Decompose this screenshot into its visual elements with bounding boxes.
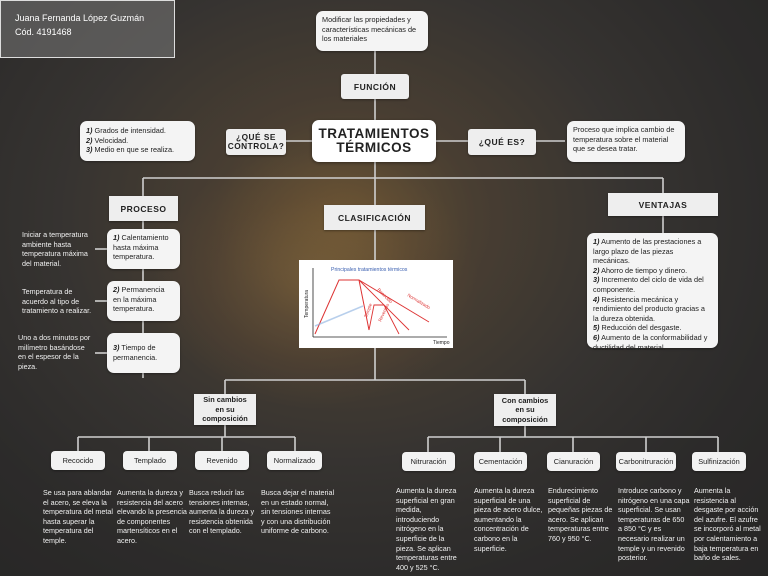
ventaja-item: 2) Ahorro de tiempo y dinero. [593, 265, 688, 275]
ventaja-item: 6) Aumento de la conformabilidad y ducti… [593, 332, 708, 352]
controla-label: ¿QUÉ SE CONTROLA? [226, 129, 286, 155]
proceso-step-3: 3) Tiempo de permanencia. [107, 333, 180, 373]
controla-item: 3) Medio en que se realiza. [86, 145, 175, 155]
ventajas-label: VENTAJAS [608, 193, 718, 216]
proceso-note-1: Iniciar a temperatura ambiente hasta tem… [22, 230, 88, 268]
desc-templado: Aumenta la dureza y resistencia del acer… [117, 488, 187, 545]
proceso-step-2: 2) Permanencia en la máxima temperatura. [107, 281, 180, 321]
chart-label-normalizado: Normalizado [406, 293, 431, 311]
funcion-text-box: Modificar las propiedades y característi… [316, 11, 428, 51]
ventaja-item: 5) Reducción del desgaste. [593, 323, 682, 333]
desc-recocido: Se usa para ablandar el acero, se eleva … [43, 488, 113, 545]
desc-sulfinizacion: Aumenta la resistencia al desgaste por a… [694, 486, 761, 563]
funcion-label: FUNCIÓN [341, 74, 409, 99]
que-es-label: ¿QUÉ ES? [468, 129, 536, 155]
chart-watermark-stroke [314, 305, 364, 327]
tratamientos-chart: Principales tratamientos térmicos Temper… [299, 260, 453, 348]
ventaja-item: 3) Incremento del ciclo de vida del comp… [593, 275, 704, 294]
sin-cambios-item-normalizado: Normalizado [267, 451, 322, 470]
main-title: TRATAMIENTOS TÉRMICOS [312, 120, 436, 162]
desc-carbonitruracion: Introduce carbono y nitrógeno en una cap… [618, 486, 690, 563]
title-line2: TÉRMICOS [336, 140, 412, 155]
ventaja-item: 1) Aumento de las prestaciones a largo p… [593, 237, 702, 266]
sin-cambios-label: Sin cambios en su composición [194, 394, 256, 425]
chart-curve-recocido [358, 279, 410, 331]
author-code: Cód. 4191468 [15, 27, 72, 37]
sin-cambios-item-templado: Templado [123, 451, 177, 470]
chart-curve-normalizado [358, 279, 430, 323]
desc-revenido: Busca reducir las tensiones internas, au… [189, 488, 255, 536]
proceso-label: PROCESO [109, 196, 178, 221]
sin-cambios-item-revenido: Revenido [195, 451, 249, 470]
con-cambios-item-cementacion: Cementación [474, 452, 527, 471]
proceso-note-2: Temperatura de acuerdo al tipo de tratam… [22, 287, 92, 316]
proceso-note-3: Uno a dos minutos por milímetro basándos… [18, 333, 91, 371]
chart-svg: Principales tratamientos térmicos Temper… [304, 267, 450, 346]
clasificacion-label: CLASIFICACIÓN [324, 205, 425, 230]
desc-cianuracion: Endurecimiento superficial de pequeñas p… [548, 486, 613, 543]
controla-item: 1) Grados de intensidad. [86, 126, 166, 135]
que-es-text-box: Proceso que implica cambio de temperatur… [567, 121, 685, 162]
chart-curve-revenido [368, 304, 400, 335]
title-line1: TRATAMIENTOS [318, 126, 430, 141]
funcion-text: Modificar las propiedades y característi… [322, 15, 417, 44]
chart-title: Principales tratamientos térmicos [331, 267, 408, 273]
chart-curve-temple [314, 279, 370, 335]
con-cambios-item-cianuracion: Cianuración [547, 452, 600, 471]
author-name: Juana Fernanda López Guzmán [15, 13, 145, 23]
chart-ylabel: Temperatura [304, 290, 310, 318]
que-es-text: Proceso que implica cambio de temperatur… [573, 125, 675, 154]
controla-item: 2) Velocidad. [86, 135, 129, 145]
chart-xlabel: Tiempo [433, 340, 450, 346]
chart-label-recocido: Recocido [376, 287, 393, 304]
con-cambios-item-nitruracion: Nitruración [402, 452, 455, 471]
controla-items-box: 1) Grados de intensidad. 2) Velocidad. 3… [80, 121, 195, 161]
proceso-step-1: 1) Calentamiento hasta máxima temperatur… [107, 229, 180, 269]
desc-nitruracion: Aumenta la dureza superficial en gran me… [396, 486, 457, 572]
desc-normalizado: Busca dejar el material en un estado nor… [261, 488, 335, 536]
author-card: Juana Fernanda López Guzmán Cód. 4191468 [0, 0, 175, 58]
con-cambios-label: Con cambios en su composición [494, 394, 556, 426]
sin-cambios-item-recocido: Recocido [51, 451, 105, 470]
desc-cementacion: Aumenta la dureza superficial de una pie… [474, 486, 543, 553]
con-cambios-item-sulfinizacion: Sulfinización [692, 452, 746, 471]
ventaja-item: 4) Resistencia mecánica y rendimiento de… [593, 294, 705, 323]
chart-label-temple: Temple [363, 302, 373, 318]
ventajas-items-box: 1) Aumento de las prestaciones a largo p… [587, 233, 718, 352]
con-cambios-item-carbonitruracion: Carbonitruración [616, 452, 676, 471]
